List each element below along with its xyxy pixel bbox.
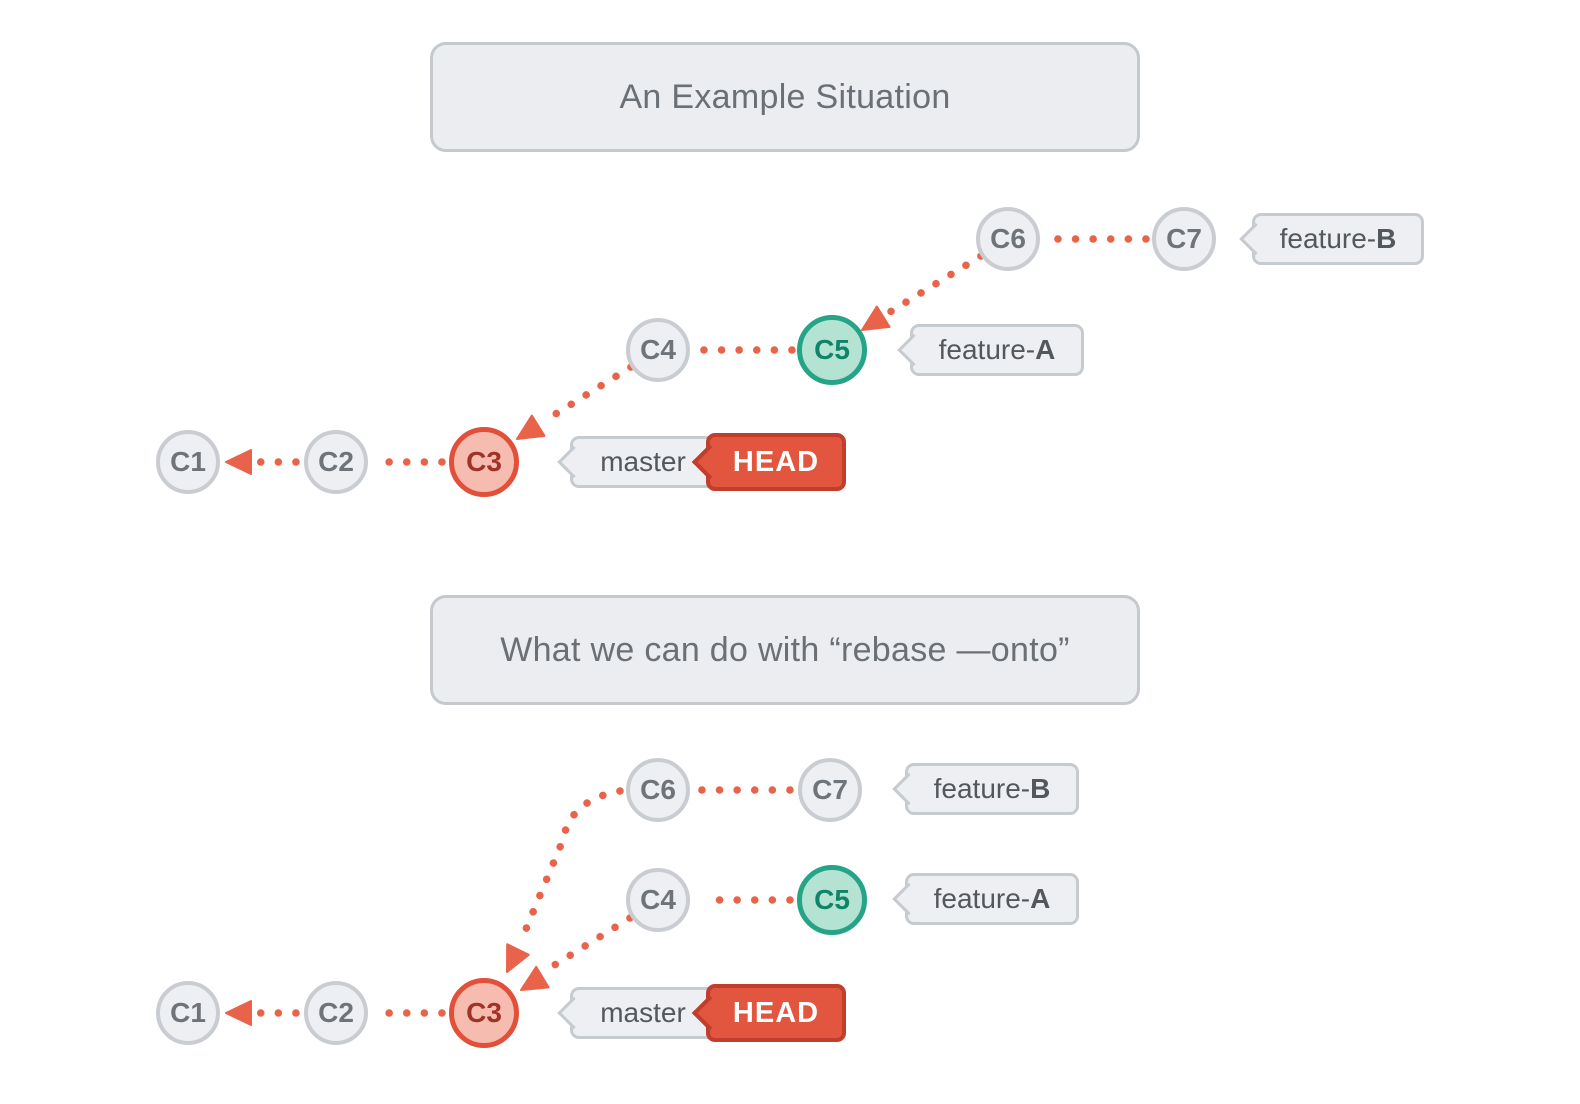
arrowhead-s1-into-c3 [516, 414, 546, 440]
s2-master-label: master [600, 997, 686, 1028]
s2-commit-c2: C2 [304, 981, 368, 1045]
s2-commit-c4: C4 [626, 868, 690, 932]
s2-commit-c6: C6 [626, 758, 690, 822]
s1-head-label: HEAD [732, 445, 820, 478]
s2-commit-c3: C3 [449, 978, 519, 1048]
tag-caret-icon [1239, 222, 1272, 256]
edge-s1-c4-c3 [542, 363, 635, 424]
section1-title: An Example Situation [619, 77, 951, 116]
s1-feature-a-label: feature-A [938, 334, 1056, 365]
s1-commit-c6: C6 [976, 207, 1040, 271]
s2-commit-c1: C1 [156, 981, 220, 1045]
s2-head-tag: HEAD [691, 984, 846, 1042]
s1-commit-c7: C7 [1152, 207, 1216, 271]
s1-commit-c1: C1 [156, 430, 220, 494]
tag-caret-icon [892, 772, 925, 806]
tag-caret-icon [897, 333, 930, 367]
s1-feature-b-tag: feature-B [1239, 213, 1424, 265]
s1-commit-c3: C3 [449, 427, 519, 497]
edge-s2-c4-c3 [549, 914, 634, 970]
arrowhead-s2-into-c1 [225, 1000, 252, 1026]
s1-feature-b-label: feature-B [1279, 223, 1397, 254]
section1-title-box: An Example Situation [430, 42, 1140, 152]
s1-commit-c4: C4 [626, 318, 690, 382]
s2-feature-b-tag: feature-B [892, 763, 1079, 815]
s1-feature-a-tag: feature-A [897, 324, 1084, 376]
s2-commit-c5: C5 [797, 865, 867, 935]
s2-commit-c7: C7 [798, 758, 862, 822]
s2-feature-a-label: feature-A [933, 883, 1051, 914]
s2-head-label: HEAD [732, 996, 820, 1029]
arrowhead-s2-c4-into-c3 [520, 965, 550, 991]
s1-head-tag: HEAD [691, 433, 846, 491]
s2-feature-b-label: feature-B [933, 773, 1051, 804]
edge-s1-c6-c5 [886, 252, 985, 316]
s1-master-label: master [600, 446, 686, 477]
section2-title: What we can do with “rebase —onto” [500, 630, 1070, 669]
s2-feature-a-tag: feature-A [892, 873, 1079, 925]
tag-caret-icon [892, 882, 925, 916]
s1-commit-c5: C5 [797, 315, 867, 385]
arrowhead-s1-into-c1 [225, 449, 252, 475]
s1-commit-c2: C2 [304, 430, 368, 494]
arrowhead-s2-c6-into-c3 [506, 943, 530, 973]
edge-s2-c6-c3 [517, 787, 624, 945]
section2-title-box: What we can do with “rebase —onto” [430, 595, 1140, 705]
